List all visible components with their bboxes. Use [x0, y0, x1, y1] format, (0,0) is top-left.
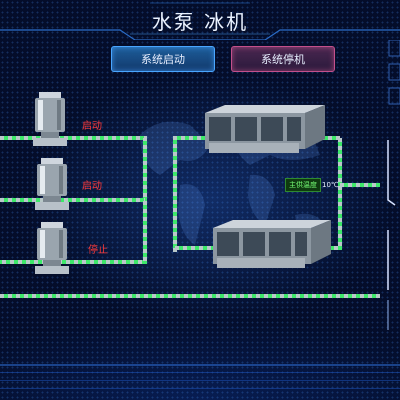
bottom-glow-decoration — [0, 364, 400, 389]
pump-2[interactable] — [35, 158, 69, 210]
chiller-1[interactable] — [205, 105, 325, 153]
header-frame — [0, 2, 400, 40]
pump-3[interactable] — [35, 222, 69, 274]
pump-1-status: 启动 — [82, 121, 102, 132]
pump-cap — [39, 92, 61, 98]
system-stop-button[interactable]: 系统停机 — [231, 46, 335, 72]
system-start-button[interactable]: 系统启动 — [111, 46, 215, 72]
right-edge-frame — [387, 40, 400, 330]
pump-3-status: 停止 — [88, 245, 108, 256]
chiller-2[interactable] — [213, 220, 331, 268]
pump-2-status: 启动 — [82, 181, 102, 192]
page-title: 水泵 冰机 — [151, 10, 249, 34]
pump-1[interactable] — [33, 92, 67, 146]
supply-temp-value: 10℃ — [322, 181, 339, 189]
supply-temp-label: 主供温度 — [285, 178, 321, 192]
